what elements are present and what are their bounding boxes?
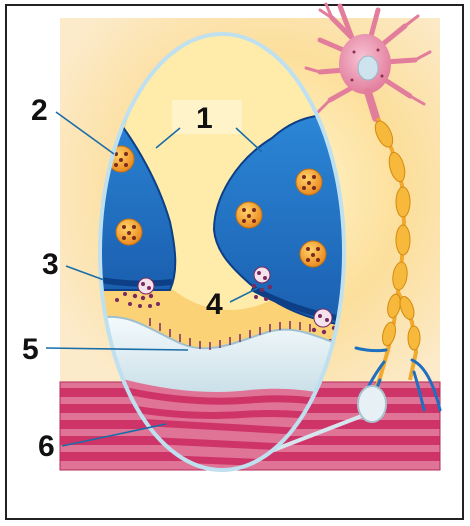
label-1: 1 — [196, 102, 213, 135]
label-2: 2 — [31, 94, 48, 127]
label-5: 5 — [22, 333, 39, 366]
label-6: 6 — [38, 430, 55, 463]
label-3: 3 — [42, 248, 59, 281]
label-4: 4 — [206, 288, 223, 321]
